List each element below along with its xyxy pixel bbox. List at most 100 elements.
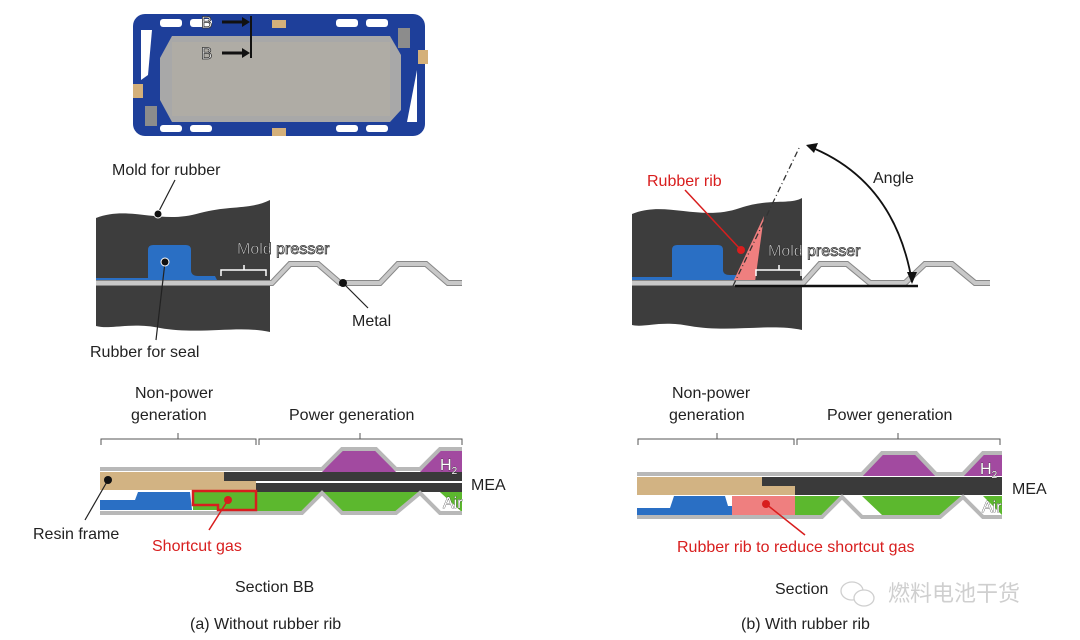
manifold [398,28,410,48]
leader-line [157,179,176,214]
mea-lower [256,483,462,492]
section-marker-top: B [201,13,212,32]
frame-slot [366,19,388,27]
air-label-b: Air [982,499,1002,516]
separator-top-b [637,451,1002,476]
panel-a-mold-section: Mold presser Mold for rubber Rubber for … [90,162,462,361]
air-label-a: Air [443,495,463,512]
mea-upper-b [762,477,1002,486]
metal-label: Metal [352,313,391,330]
section-caption-a: Section BB [235,579,314,596]
h2-channel [420,450,462,472]
rib-shortcut-label: Rubber rib to reduce shortcut gas [677,539,914,556]
rubber-seal-section-b [637,496,752,515]
air-channel-b [862,496,963,515]
resin-frame-b [637,477,795,495]
section-caption-b: Section [775,581,828,598]
power-label: Power generation [289,407,414,424]
callout-dot [762,500,770,508]
rib-section-leader [765,503,806,536]
frame-slot [190,125,212,132]
mold-presser-brace [220,265,267,276]
shortcut-gas-label: Shortcut gas [152,538,242,555]
angle-label: Angle [873,170,914,187]
leader-line [342,282,369,309]
h2-channel-b [963,454,1002,476]
mold-presser-brace-b [755,265,802,276]
caption-a: (a) Without rubber rib [190,616,341,633]
mold-label: Mold for rubber [112,162,221,179]
frame-tab [133,84,143,98]
separator-bottom-b [637,494,1002,519]
panel-b-mold-section: Mold presser Rubber rib Angle [632,143,990,330]
arrow-head [242,48,250,58]
non-power-label-1: Non-power [135,385,214,402]
angle-arc [807,145,913,283]
flow-field [172,42,390,116]
power-label-b: Power generation [827,407,952,424]
separator-top [100,447,462,471]
non-power-label-1-b: Non-power [672,385,751,402]
mea-label-b: MEA [1012,481,1047,498]
caption-b: (b) With rubber rib [741,616,870,633]
shortcut-highlight [191,489,258,512]
panel-a-cell-section: Non-power generation Power generation H2… [33,385,506,555]
frame-slot [366,125,388,132]
callout-dot [104,476,112,484]
leader-line [155,261,166,341]
non-power-brace-b [637,433,795,445]
frame-tab [272,20,286,28]
non-power-label-2-b: generation [669,407,745,424]
h2-channel [322,450,396,472]
callout-dot [339,279,347,287]
frame-slot [160,19,182,27]
mea-upper [224,472,462,481]
mea-lower-b [795,486,1002,495]
watermark-text: 燃料电池干货 [888,582,1020,607]
frame-tab [272,128,286,136]
h2-label-b: H2 [980,461,998,481]
frame-slot [160,125,182,132]
mold-presser-label-b: Mold presser [768,243,861,260]
non-power-brace [100,433,257,445]
h2-channel-b [862,454,936,476]
air-channel-b [983,496,1002,515]
frame-slot [407,70,417,122]
mea-label-a: MEA [471,477,506,494]
resin-frame [100,472,256,490]
leader-line [84,479,109,521]
callout-dot [153,209,163,219]
power-brace-b [796,433,1001,445]
separator-bottom [100,490,462,515]
rubber-rib [733,216,764,282]
plate-top-view: B B [133,13,428,136]
rubber-seal-b [632,245,752,282]
resin-frame-label: Resin frame [33,526,119,543]
air-channel-b [795,496,842,515]
shortcut-leader [208,499,229,531]
mold-presser-label-a: Mold presser [237,241,330,258]
rib-callout-dot [737,246,745,254]
frame-tab [418,50,428,64]
non-power-label-2: generation [131,407,207,424]
rubber-rib-label: Rubber rib [647,173,722,190]
frame-slot [190,19,212,27]
frame-slot [336,19,358,27]
frame-slot [336,125,358,132]
rib-leader-line [684,189,742,251]
frame-slot [141,30,152,80]
manifold [145,106,157,126]
arc-arrowhead [806,143,818,153]
watermark: 燃料电池干货 [840,581,1020,607]
rubber-seal [96,245,218,282]
callout-dot [224,496,232,504]
rubber-seal-label: Rubber for seal [90,344,199,361]
section-marker-bottom: B [201,44,212,63]
power-brace [258,433,463,445]
h2-label-a: H2 [440,457,458,477]
panel-b-cell-section: Non-power generation Power generation H2… [637,385,1047,556]
arc-arrowhead [907,272,917,284]
air-channel [322,492,420,512]
rubber-seal-section [100,492,192,510]
